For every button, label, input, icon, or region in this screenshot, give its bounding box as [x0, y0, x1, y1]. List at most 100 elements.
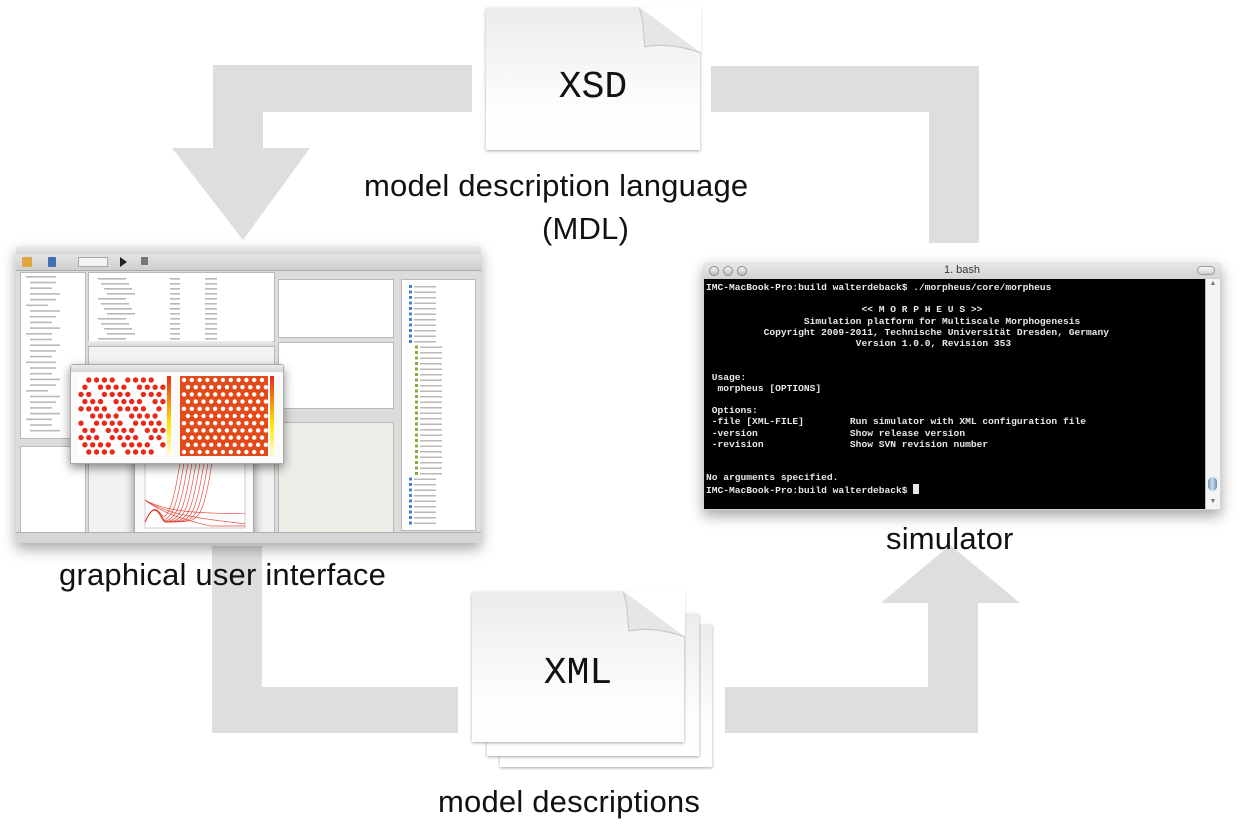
library-item: [414, 500, 436, 502]
cell: [205, 421, 210, 426]
cell: [201, 385, 206, 390]
cell: [132, 449, 139, 455]
cell: [132, 420, 139, 426]
library-item: [420, 401, 442, 403]
cell: [125, 391, 131, 398]
table-cell: [170, 323, 180, 325]
cell: [156, 434, 162, 441]
table-cell: [205, 328, 217, 330]
scrollbar-thumb[interactable]: [1208, 477, 1217, 491]
cell: [86, 434, 92, 441]
cell: [259, 421, 265, 426]
tree-row: [30, 281, 56, 284]
scroll-down-icon[interactable]: ▼: [1209, 498, 1217, 505]
library-item: [420, 451, 442, 453]
cell: [185, 428, 191, 433]
library-item: [420, 407, 442, 409]
cell: [209, 385, 214, 390]
terminal-line: Copyright 2009-2011, Technische Universi…: [763, 326, 1110, 338]
terminal-output[interactable]: IMC-MacBook-Pro:build walterdeback$ ./mo…: [704, 279, 1206, 509]
xml-document-icon: XML: [472, 591, 685, 742]
terminal-prompt: IMC-MacBook-Pro:build walterdeback$: [706, 484, 914, 496]
folder-icon: [409, 340, 412, 343]
xsd-document-icon: XSD: [486, 7, 701, 150]
cell: [220, 435, 226, 440]
cell: [259, 435, 265, 440]
cell: [193, 385, 198, 390]
toolbar-toggle-button[interactable]: [1197, 266, 1215, 275]
folder-icon: [409, 499, 412, 503]
cell: [185, 385, 191, 390]
cell: [117, 391, 123, 398]
library-item: [414, 330, 436, 332]
table-cell: [170, 338, 180, 340]
cell: [82, 398, 88, 405]
tree-row: [30, 407, 52, 409]
tree-row: [30, 401, 56, 403]
cell: [263, 413, 269, 419]
library-item: [420, 379, 442, 381]
lattice-right-bg: [180, 376, 268, 456]
cell: [205, 392, 210, 397]
cell: [78, 406, 84, 412]
cell: [244, 421, 249, 426]
close-button[interactable]: [709, 266, 719, 276]
cell: [236, 449, 241, 455]
tree-row: [30, 367, 56, 369]
cell: [193, 428, 198, 433]
tree-row: [30, 372, 52, 375]
folder-icon: [409, 477, 412, 481]
table-cell: [205, 333, 217, 335]
cell: [201, 428, 206, 433]
cell: [205, 435, 210, 440]
cell: [255, 399, 261, 404]
cell: [86, 406, 92, 412]
minimize-button[interactable]: [723, 266, 733, 276]
terminal-scrollbar[interactable]: ▲ ▼: [1205, 279, 1220, 509]
terminal-line: -version Show release version: [711, 427, 966, 439]
zoom-button[interactable]: [737, 266, 747, 276]
cell: [117, 434, 123, 441]
cell: [136, 398, 143, 405]
cell: [101, 377, 108, 383]
library-item: [420, 352, 442, 354]
table-cell: [205, 293, 217, 295]
cell: [255, 442, 261, 447]
terminal-line: morpheus [OPTIONS]: [717, 382, 822, 394]
table-row: [104, 308, 132, 310]
tree-row: [30, 298, 56, 301]
cell: [105, 384, 111, 390]
cell: [109, 391, 115, 398]
cell: [132, 434, 139, 441]
tree-row: [30, 321, 52, 324]
cell: [244, 449, 249, 455]
cell: [236, 435, 241, 440]
cell: [193, 399, 198, 404]
library-item: [420, 412, 442, 414]
scroll-up-icon[interactable]: ▲: [1209, 280, 1217, 287]
cell: [213, 406, 218, 411]
library-item: [420, 445, 442, 447]
cell: [160, 384, 166, 390]
cell: [148, 391, 154, 398]
cell: [148, 377, 154, 383]
folder-icon: [409, 296, 412, 299]
cell: [240, 385, 245, 390]
library-item: [414, 522, 436, 524]
cell: [209, 442, 214, 447]
cell: [113, 413, 119, 419]
cell: [136, 442, 143, 448]
library-item: [414, 489, 436, 491]
terminal-line: No arguments specified.: [706, 472, 839, 484]
table-cell: [170, 298, 180, 300]
cell: [263, 399, 269, 404]
cell: [216, 385, 222, 390]
cell: [90, 427, 96, 434]
table-row: [107, 333, 135, 335]
cell: [152, 413, 158, 419]
cell: [255, 428, 261, 433]
gene-icon: [415, 455, 418, 459]
tree-row: [30, 287, 52, 289]
table-cell: [170, 293, 180, 295]
cell: [152, 384, 158, 390]
